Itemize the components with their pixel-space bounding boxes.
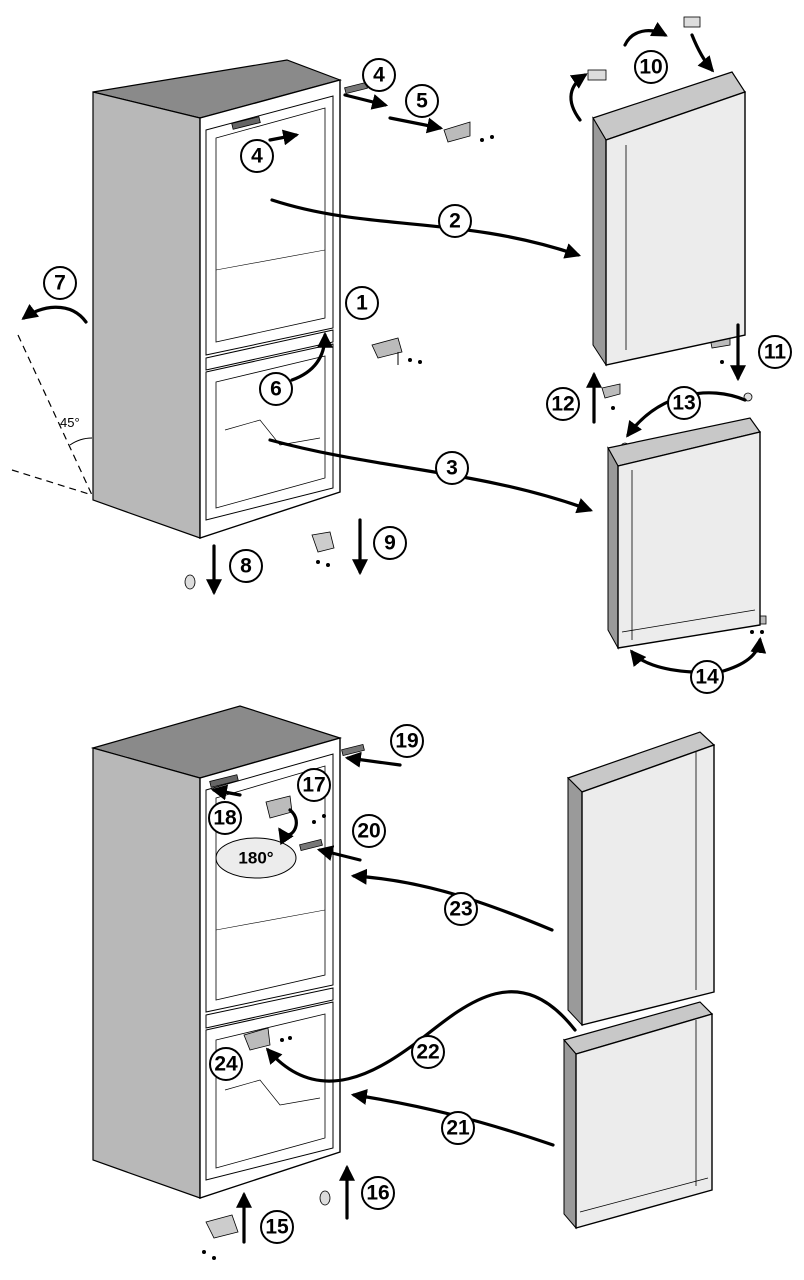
step-10: 10: [634, 50, 668, 84]
step-16: 16: [361, 1176, 395, 1210]
step-labels-top: 1 2 3 4 4 5 6 7 8 9 10 11 12 13 14: [43, 50, 792, 694]
lower-door-removed: [607, 417, 762, 650]
svg-text:1: 1: [356, 292, 368, 315]
cabinet-left-side: [92, 747, 201, 1199]
arrows-top: [21, 21, 767, 674]
step-1: 1: [345, 286, 379, 320]
svg-text:10: 10: [639, 56, 662, 79]
svg-text:16: 16: [366, 1182, 389, 1205]
parts-bottom: [202, 743, 365, 1260]
svg-text:24: 24: [214, 1053, 238, 1076]
step-13: 13: [667, 386, 701, 420]
step-11: 11: [758, 335, 792, 369]
bottom-hinge-part: [311, 531, 335, 567]
top-illustration: 45°: [11, 16, 792, 694]
cabinet-front-frame: [199, 79, 341, 539]
step-8: 8: [229, 549, 263, 583]
step-5: 5: [405, 84, 439, 118]
hinge-cover: [341, 743, 365, 757]
svg-text:4: 4: [251, 145, 263, 168]
step-12: 12: [546, 387, 580, 421]
svg-text:22: 22: [416, 1041, 439, 1064]
step-23: 23: [444, 892, 478, 926]
middle-hinge-part: [371, 337, 422, 365]
svg-text:14: 14: [695, 666, 719, 689]
step-18: 18: [208, 801, 242, 835]
svg-text:15: 15: [265, 1216, 289, 1239]
svg-text:7: 7: [54, 272, 66, 295]
bottom-illustration: 180° 15: [90, 705, 716, 1260]
step-2: 2: [438, 204, 472, 238]
hinge-cover: [344, 81, 368, 95]
step-3: 3: [435, 451, 469, 485]
lower-door-refit: [562, 1001, 714, 1230]
step-14: 14: [690, 660, 724, 694]
step-labels-bottom: 15 16 17 18 19 20 21 22 23 24: [208, 724, 478, 1244]
svg-text:21: 21: [446, 1117, 470, 1140]
svg-text:5: 5: [416, 90, 428, 113]
svg-text:19: 19: [395, 730, 418, 753]
svg-text:20: 20: [357, 820, 380, 843]
upper-door-removed: [592, 71, 746, 367]
svg-text:17: 17: [302, 774, 325, 797]
step-22: 22: [411, 1035, 445, 1069]
tilt-guide: 45°: [11, 334, 93, 496]
step-20: 20: [352, 814, 386, 848]
svg-text:4: 4: [373, 64, 385, 87]
svg-text:3: 3: [446, 457, 458, 480]
cabinet-left-side: [92, 91, 201, 539]
svg-text:13: 13: [672, 392, 695, 415]
top-hinge-part: [443, 121, 494, 143]
svg-text:6: 6: [270, 378, 282, 401]
foot-part: [319, 1190, 331, 1206]
step-4-top: 4: [362, 58, 396, 92]
svg-text:2: 2: [449, 210, 461, 233]
step-17: 17: [297, 768, 331, 802]
svg-text:11: 11: [764, 341, 787, 364]
step-19: 19: [390, 724, 424, 758]
svg-text:23: 23: [449, 898, 472, 921]
tilt-angle-label: 45°: [60, 415, 80, 430]
rotation-ellipse: 180°: [215, 837, 297, 879]
handle-cap: [587, 69, 607, 81]
svg-text:18: 18: [213, 807, 237, 830]
svg-text:12: 12: [551, 393, 574, 416]
bottom-foot-part: [184, 574, 196, 590]
upper-door-refit: [566, 731, 716, 1027]
handle-cap: [683, 16, 701, 28]
hinge-cover: [299, 838, 323, 852]
step-6: 6: [259, 372, 293, 406]
door-stop-part: [601, 383, 621, 410]
bottom-hinge-moved: [202, 1214, 239, 1260]
rotation-label: 180°: [238, 849, 273, 868]
fridge-cabinet-top: [92, 59, 342, 539]
svg-text:8: 8: [240, 555, 252, 578]
step-21: 21: [441, 1111, 475, 1145]
middle-hinge-moved: [243, 1027, 292, 1051]
svg-text:9: 9: [384, 532, 396, 555]
step-9: 9: [373, 526, 407, 560]
step-15: 15: [260, 1210, 294, 1244]
step-4-front: 4: [240, 139, 274, 173]
step-24: 24: [209, 1047, 243, 1081]
step-7: 7: [43, 266, 77, 300]
